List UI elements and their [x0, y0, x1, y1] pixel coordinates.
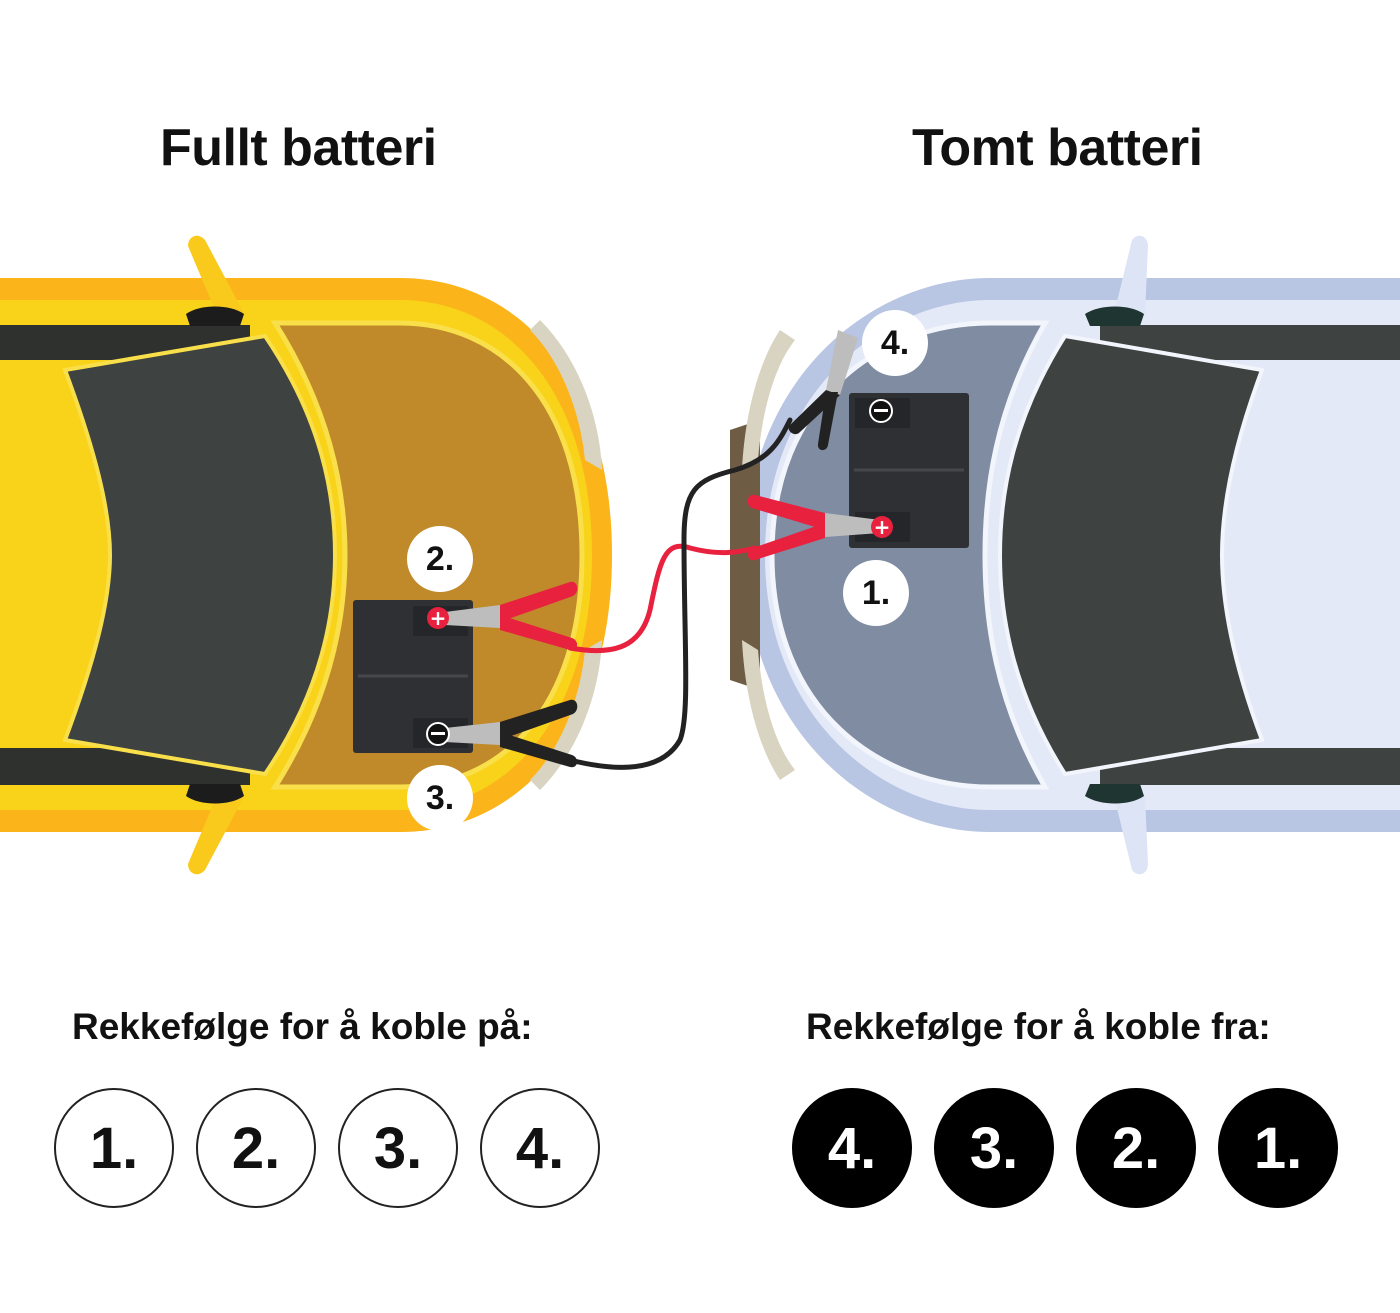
disconnect-step-circle: 2.	[1076, 1088, 1196, 1208]
yellow-car	[0, 235, 612, 875]
connect-step-circle: 1.	[54, 1088, 174, 1208]
empty-battery-title: Tomt batteri	[912, 119, 1203, 177]
minus-cable	[567, 417, 793, 770]
silver-car	[730, 235, 1400, 875]
svg-text:+: +	[430, 606, 447, 630]
connect-step-circle: 2.	[196, 1088, 316, 1208]
disconnect-step-circle: 1.	[1218, 1088, 1338, 1208]
full-battery-title: Fullt batteri	[160, 119, 437, 177]
minus-terminal-full	[426, 722, 450, 746]
connect-step-circle: 4.	[480, 1088, 600, 1208]
disconnect-step-circle: 3.	[934, 1088, 1054, 1208]
step-badge-1: 1.	[843, 560, 909, 626]
connect-order-list: 1. 2. 3. 4.	[54, 1088, 600, 1208]
clamp-minus-full	[445, 699, 578, 768]
connect-step-circle: 3.	[338, 1088, 458, 1208]
connect-order-heading: Rekkefølge for å koble på:	[72, 1006, 533, 1047]
jumper-cables	[567, 417, 793, 770]
plus-terminal-empty: +	[871, 515, 893, 539]
svg-text:+: +	[874, 515, 891, 539]
clamp-plus-empty	[747, 494, 880, 561]
disconnect-step-circle: 4.	[792, 1088, 912, 1208]
clamp-minus-empty	[788, 330, 858, 451]
plus-cable	[567, 543, 758, 654]
minus-terminal-empty	[869, 399, 893, 423]
disconnect-order-list: 4. 3. 2. 1.	[792, 1088, 1338, 1208]
step-badge-4: 4.	[862, 310, 928, 376]
clamp-plus-full	[445, 581, 578, 651]
plus-terminal-full: +	[427, 606, 449, 630]
disconnect-order-heading: Rekkefølge for å koble fra:	[806, 1006, 1271, 1047]
step-badge-2: 2.	[407, 526, 473, 592]
step-badge-3: 3.	[407, 765, 473, 831]
